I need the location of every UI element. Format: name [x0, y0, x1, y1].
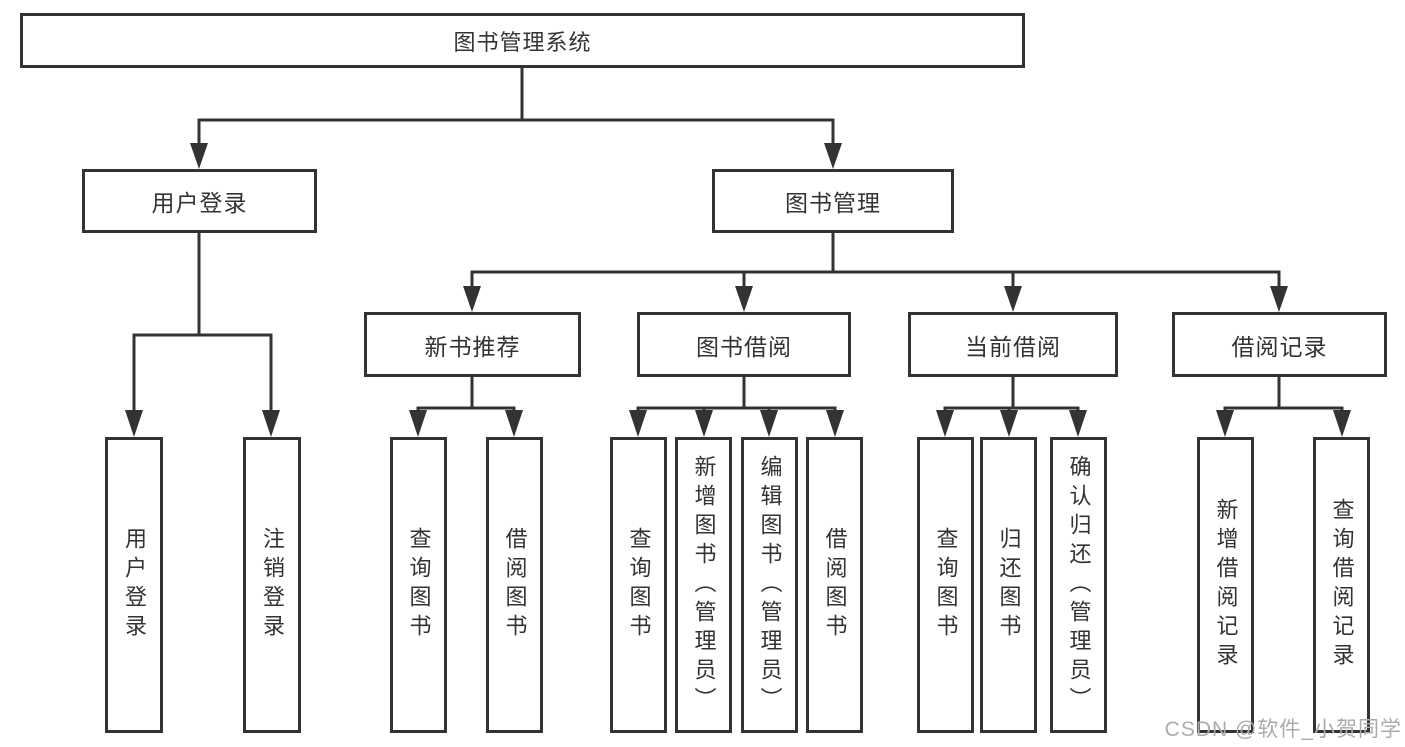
leaf-query-books-recommendation-label: 查询图书 [406, 527, 432, 643]
leaf-query-books-borrowing-label: 查询图书 [626, 527, 652, 643]
leaf-borrow-books: 借阅图书 [806, 437, 863, 733]
leaf-borrow-books-label: 借阅图书 [822, 527, 848, 643]
leaf-add-borrow-record: 新增借阅记录 [1197, 437, 1254, 733]
node-book-borrowing-label: 图书借阅 [696, 333, 792, 360]
leaf-query-borrow-record-label: 查询借阅记录 [1329, 498, 1355, 672]
leaf-return-books: 归还图书 [980, 437, 1037, 733]
leaf-edit-books-admin-label: 编辑图书（管理员） [757, 454, 783, 716]
leaf-borrow-books-recommendation-label: 借阅图书 [502, 527, 528, 643]
leaf-query-books-current-label: 查询图书 [933, 527, 959, 643]
node-user-login-branch: 用户登录 [82, 169, 317, 233]
node-borrowing-records: 借阅记录 [1172, 312, 1387, 377]
leaf-query-books-current: 查询图书 [917, 437, 974, 733]
node-new-book-recommendation-label: 新书推荐 [424, 333, 521, 360]
leaf-user-login: 用户登录 [105, 437, 163, 733]
leaf-return-books-label: 归还图书 [996, 527, 1022, 643]
leaf-logout-label: 注销登录 [260, 527, 285, 643]
leaf-query-books-recommendation: 查询图书 [390, 437, 447, 733]
node-library-management-system: 图书管理系统 [20, 13, 1025, 68]
node-borrowing-records-label: 借阅记录 [1231, 333, 1328, 360]
leaf-logout: 注销登录 [243, 437, 301, 733]
leaf-edit-books-admin: 编辑图书（管理员） [741, 437, 798, 733]
node-current-borrowing: 当前借阅 [908, 312, 1118, 377]
node-book-management: 图书管理 [712, 169, 954, 233]
leaf-user-login-label: 用户登录 [122, 527, 147, 643]
leaf-borrow-books-recommendation: 借阅图书 [486, 437, 543, 733]
node-book-borrowing: 图书借阅 [637, 312, 851, 377]
leaf-query-borrow-record: 查询借阅记录 [1313, 437, 1370, 733]
leaf-add-borrow-record-label: 新增借阅记录 [1213, 498, 1239, 672]
leaf-confirm-return-admin-label: 确认归还（管理员） [1066, 454, 1092, 716]
node-new-book-recommendation: 新书推荐 [364, 312, 581, 377]
leaf-add-books-admin: 新增图书（管理员） [675, 437, 732, 733]
node-current-borrowing-label: 当前借阅 [965, 333, 1061, 360]
leaf-confirm-return-admin: 确认归还（管理员） [1050, 437, 1107, 733]
csdn-watermark: CSDN @软件_小贺同学 [1164, 718, 1402, 741]
node-user-login-branch-label: 用户登录 [151, 190, 248, 216]
node-book-management-label: 图书管理 [785, 190, 881, 216]
node-library-management-system-label: 图书管理系统 [453, 29, 592, 55]
leaf-query-books-borrowing: 查询图书 [610, 437, 667, 733]
leaf-add-books-admin-label: 新增图书（管理员） [691, 454, 717, 716]
